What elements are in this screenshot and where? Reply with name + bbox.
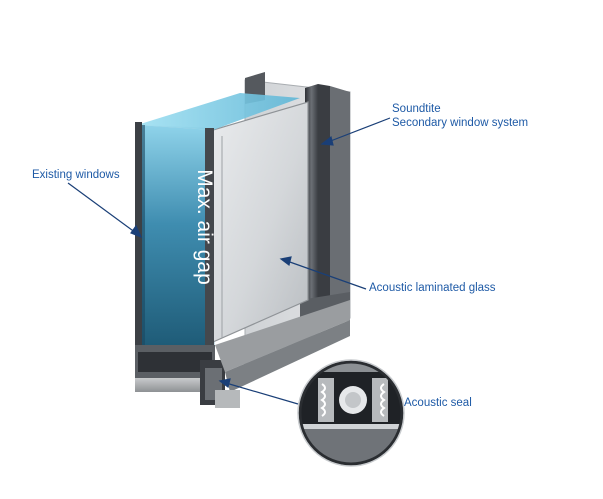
soundtite-subtitle: Secondary window system — [392, 117, 529, 129]
existing-window-frame — [135, 122, 214, 350]
acoustic-seal-inset — [297, 359, 405, 467]
existing-windows-callout: Existing windows — [32, 169, 120, 181]
acoustic-glass-leader — [279, 256, 367, 290]
air-gap-label: Max. air gap — [193, 169, 216, 285]
soundtite-callout: Soundtite Secondary window system — [392, 102, 528, 130]
acoustic-seal-callout: Acoustic seal — [404, 397, 472, 409]
soundtite-leader — [320, 117, 391, 146]
acoustic-seal-leader — [218, 378, 299, 405]
acoustic-glass-callout: Acoustic laminated glass — [369, 282, 496, 294]
existing-windows-leader — [67, 182, 143, 239]
sill-profiles — [135, 300, 350, 408]
leader-lines — [67, 117, 391, 405]
soundtite-title: Soundtite — [392, 103, 441, 115]
